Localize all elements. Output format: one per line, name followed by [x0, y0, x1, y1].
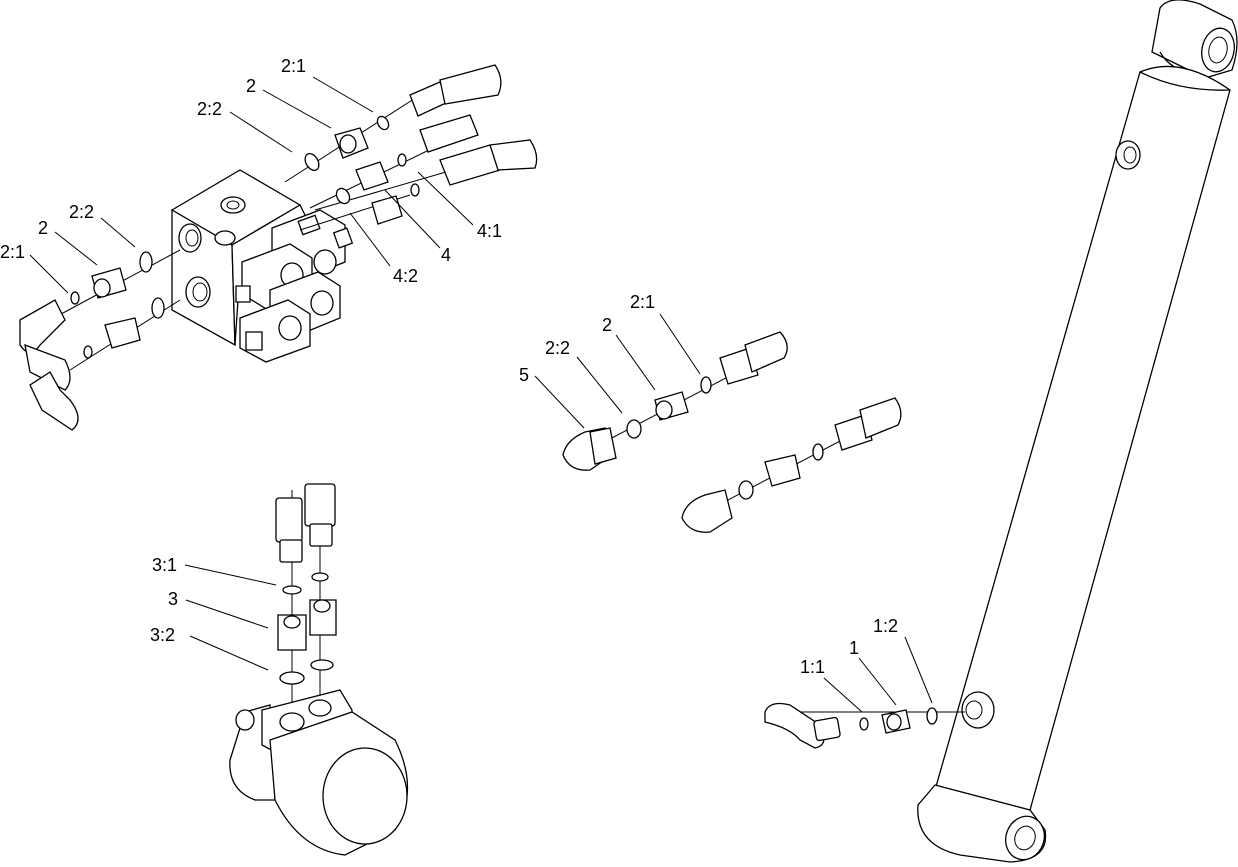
callout-labels: 2:1 2 2:2 2:2 2 2:1 4:1 4 4:2 2:1 2 2:2 …: [0, 56, 898, 677]
callout-2-2-left: 2:2: [69, 202, 94, 222]
callout-2-1-left: 2:1: [0, 242, 25, 262]
callout-2-2-top: 2:2: [197, 99, 222, 119]
callout-2-1-top: 2:1: [281, 56, 306, 76]
callout-4-1: 4:1: [477, 221, 502, 241]
callout-2-left: 2: [38, 218, 48, 238]
valve-left-fittings: [20, 250, 180, 430]
callout-1: 1: [849, 638, 859, 658]
callout-3: 3: [168, 589, 178, 609]
hydraulic-cylinder: [918, 0, 1238, 865]
callout-5: 5: [519, 365, 529, 385]
callout-3-1: 3:1: [152, 555, 177, 575]
hydraulic-motor: [230, 484, 408, 855]
callout-1-1: 1:1: [800, 657, 825, 677]
callout-2-1-mid: 2:1: [630, 292, 655, 312]
callout-2-2-mid: 2:2: [545, 338, 570, 358]
quick-coupler-group: [563, 332, 901, 532]
valve-top-fittings: [285, 65, 537, 230]
valve-manifold: [172, 170, 352, 362]
callout-1-2: 1:2: [873, 616, 898, 636]
cylinder-fitting-group: [765, 704, 965, 748]
callout-2-top: 2: [246, 76, 256, 96]
leader-lines: [30, 77, 932, 712]
callout-2-mid: 2: [602, 315, 612, 335]
callout-4: 4: [441, 245, 451, 265]
callout-4-2: 4:2: [393, 266, 418, 286]
solenoid-coils: [236, 210, 352, 362]
callout-3-2: 3:2: [150, 625, 175, 645]
